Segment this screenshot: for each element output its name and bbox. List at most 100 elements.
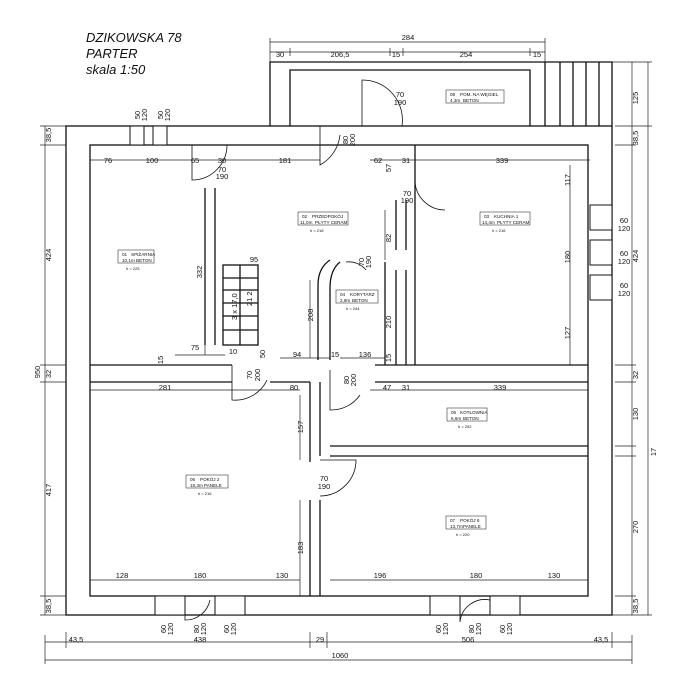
dim-270: 270 [631,521,640,534]
door-width-6: 70 [245,371,254,379]
dim-506: 506 [462,635,475,644]
dim-180-bottom-b: 180 [470,571,483,580]
room-01-height: h = 225 [126,266,140,271]
door-width-5: 70 [357,258,366,266]
room-01: 01 SPIŻARNIA 10,1m BETON h = 225 [122,251,156,271]
room-04-height: h = 244 [346,306,360,311]
dim-17: 17 [649,448,658,456]
room-03-height: h = 216 [492,228,506,233]
door-height-1: 190 [216,172,229,181]
room-02-name: PRZEDPOKÓJ [312,213,343,219]
dim-76: 76 [104,156,112,165]
door-width-4: 70 [403,189,411,198]
room-08: 08 POM. NA WĘGIEL 4,3m BETON [450,92,499,103]
window-5-height: 120 [618,289,631,298]
dim-15-mid-a: 15 [156,356,165,364]
room-06-floor: PANELE [204,483,222,488]
dim-82: 82 [384,234,393,242]
window-4-height: 120 [618,257,631,266]
room-06-no: 06 [190,477,196,482]
window-9-height: 120 [505,623,514,636]
dim-332: 332 [195,266,204,279]
room-07: 07 POKÓJ 6 13,7m PANELE h = 220 [450,517,481,537]
room-02-floor: PŁYTY CERAM [315,220,348,225]
room-08-area: 4,3m [450,98,460,103]
room-04-area: 2,9m [340,298,350,303]
dim-43-5-right: 43,5 [594,635,609,644]
stairs-label-b: 21 2 [245,291,254,306]
dimension-labels: 284 30 206,5 15 254 15 125 38,5 424 32 1… [33,33,658,660]
dim-100: 100 [146,156,159,165]
dim-38-5-left-top: 38,5 [44,128,53,143]
window-4-width: 60 [620,249,628,258]
window-8-height: 120 [441,623,450,636]
dim-47: 47 [383,383,391,392]
door-width-3: 70 [396,90,404,99]
room-03-name: KUCHNIA 1 [494,214,519,219]
room-04-name: KORYTARZ [350,292,375,297]
room-01-floor: BETON [136,258,152,263]
room-04-no: 04 [340,292,346,297]
dim-180-bottom-a: 180 [194,571,207,580]
dim-208: 208 [306,309,315,322]
dim-65: 65 [191,156,199,165]
dim-284: 284 [402,33,415,42]
dim-424-right: 424 [631,250,640,263]
window-9-width: 60 [498,625,507,633]
dim-339-top: 339 [496,156,509,165]
room-04-floor: BETON [352,298,368,303]
dim-130-right: 130 [631,408,640,421]
window-5-width: 60 [620,281,628,290]
doors [184,79,491,623]
room-06: 06 POKÓJ 2 18,3m PANELE h = 216 [190,476,222,496]
door-10-width: 80 [467,625,476,633]
room-02: 02 PRZEDPOKÓJ 11,0m PŁYTY CERAM h = 218 [300,213,348,233]
room-04: 04 KORYTARZ 2,9m BETON h = 244 [340,292,375,311]
dim-130-bottom-b: 130 [548,571,561,580]
dim-183: 183 [296,542,305,555]
dim-180-right: 180 [563,251,572,264]
dim-10: 10 [229,347,237,356]
room-03-floor: PŁYTY CERAM [497,220,530,225]
room-07-no: 07 [450,518,456,523]
room-03-no: 03 [484,214,490,219]
stairs-label-a: 3 x 17,0 [230,293,239,320]
room-03: 03 KUCHNIA 1 14,4m PŁYTY CERAM h = 216 [482,214,530,233]
dim-75: 75 [191,343,199,352]
dim-125: 125 [631,92,640,105]
dim-196: 196 [374,571,387,580]
room-05-area: 6,6m [451,416,461,421]
room-08-floor: BETON [463,98,479,103]
dim-157: 157 [296,421,305,434]
room-label-boxes [117,89,531,530]
plan-title: DZIKOWSKA 78 [86,30,182,45]
room-05: 05 KOTŁOWNIA 6,6m BETON h = 292 [451,410,489,429]
window-8-width: 60 [434,625,443,633]
dim-15-top-a: 15 [392,50,400,59]
dim-1060: 1060 [332,651,349,660]
dim-43-5-left: 43,5 [69,635,84,644]
room-07-name: POKÓJ 6 [460,517,480,523]
dim-38-5-right-top: 38,5 [631,131,640,146]
dim-38-5-right-bottom: 38,5 [631,599,640,614]
room-08-no: 08 [450,92,456,97]
plan-scale: skala 1:50 [86,62,146,77]
floor-name: PARTER [86,46,138,61]
room-05-height: h = 292 [458,424,472,429]
dim-136: 136 [359,350,372,359]
dim-95: 95 [250,255,258,264]
door-height-8: 190 [318,482,331,491]
dim-128: 128 [116,571,129,580]
room-06-name: POKÓJ 2 [200,476,220,482]
door-height-6: 200 [253,369,262,382]
room-07-height: h = 220 [456,532,470,537]
window-1-height: 120 [140,109,149,122]
room-05-name: KOTŁOWNIA [460,410,489,415]
door-labels: 70 190 80 200 70 190 70 190 70 190 70 20… [216,90,414,491]
door-height-5: 190 [364,256,373,269]
room-03-area: 14,4m [482,220,495,225]
room-01-area: 10,1m [122,258,135,263]
dim-32-left: 32 [44,370,53,378]
room-05-floor: BETON [463,416,479,421]
